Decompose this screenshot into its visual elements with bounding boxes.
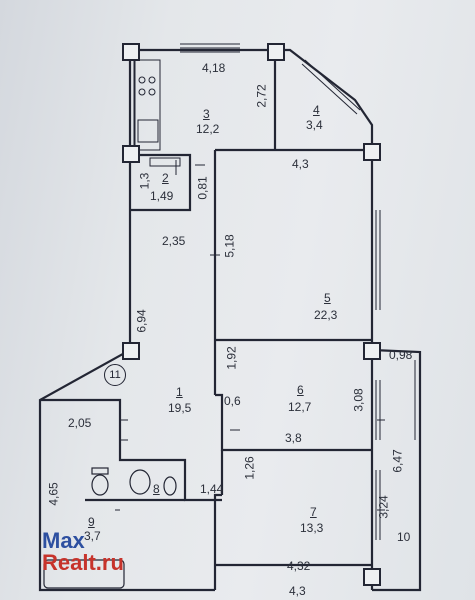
room-10-number: 10 [397,530,411,544]
room-4-number: 4 [313,103,320,117]
room-6-number: 6 [297,383,304,397]
dim-4-65: 4,65 [46,482,61,506]
column-lower-left [122,342,140,360]
dim-5-18: 5,18 [222,234,237,258]
dim-1-44: 1,44 [200,482,224,496]
room-1-number: 1 [176,385,183,399]
column-mid-right [363,143,381,161]
room-4-area: 3,4 [306,118,323,132]
dim-3-24: 3,24 [376,495,391,519]
dim-2-35: 2,35 [162,234,186,248]
grid-axis-marker: 11 [104,364,126,386]
room-3-area: 12,2 [196,122,220,136]
dim-1-26: 1,26 [242,456,257,480]
watermark-realt: Realt.ru [42,550,124,575]
room-2-number: 2 [162,171,169,185]
dim-6-94: 6,94 [134,309,149,333]
column-top-mid [267,43,285,61]
dim-0-6: 0,6 [224,394,241,408]
dim-1-3: 1,3 [137,172,152,190]
dim-4-3-top: 4,3 [292,157,309,171]
watermark-max: Max [42,528,85,553]
room-9-area: 3,7 [84,529,101,543]
dim-4-32: 4,32 [287,559,311,573]
room-6-area: 12,7 [288,400,312,414]
room-3-number: 3 [203,107,210,121]
room-5-number: 5 [324,291,331,305]
room-7-number: 7 [310,505,317,519]
column-bottom-right [363,568,381,586]
room-2-area: 1,49 [150,189,174,203]
column-top-left [122,43,140,61]
dim-3-08: 3,08 [351,388,366,412]
dim-6-47: 6,47 [390,449,405,473]
dim-4-3-bottom: 4,3 [289,584,306,598]
dim-2-05: 2,05 [68,416,92,430]
column-lower-right [363,342,381,360]
dim-0-81: 0,81 [195,176,210,200]
room-1-area: 19,5 [168,401,192,415]
dim-3-8: 3,8 [285,431,302,445]
room-9-number: 9 [88,515,95,529]
room-8-number: 8 [153,482,160,496]
room-5-area: 22,3 [314,308,338,322]
column-mid-left [122,145,140,163]
dim-2-72: 2,72 [254,84,269,108]
room-7-area: 13,3 [300,521,324,535]
dim-1-92: 1,92 [224,346,239,370]
dim-4-18: 4,18 [202,61,226,75]
dim-0-98: 0,98 [389,348,413,362]
